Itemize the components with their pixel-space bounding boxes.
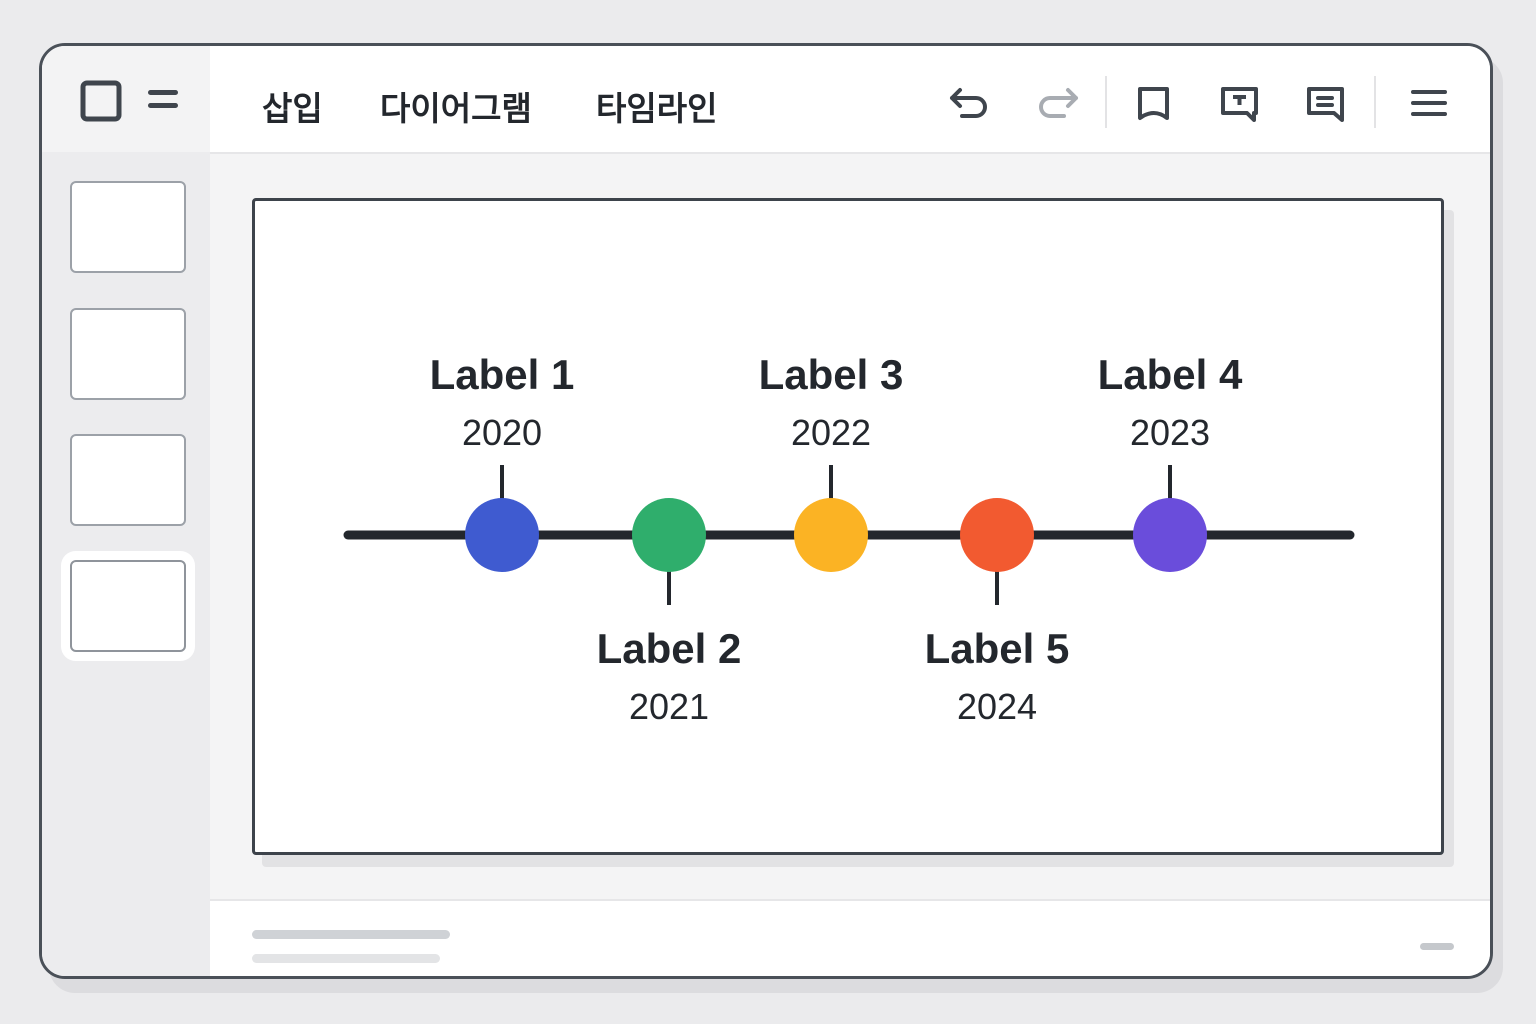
event-year: 2024 [957, 686, 1037, 727]
slide-thumbnail-3[interactable] [70, 434, 186, 526]
event-year: 2023 [1130, 412, 1210, 453]
slide-thumbnail-4-selected[interactable] [70, 560, 186, 652]
event-label: Label 5 [925, 625, 1070, 672]
status-placeholder-line [252, 954, 440, 963]
menu-insert[interactable]: 삽입 [262, 89, 323, 128]
bookmark-icon[interactable] [1136, 86, 1172, 124]
event-marker[interactable] [794, 498, 868, 572]
event-marker[interactable] [465, 498, 539, 572]
redo-icon[interactable] [1036, 84, 1080, 124]
event-label: Label 2 [597, 625, 742, 672]
event-year: 2020 [462, 412, 542, 453]
comment-icon[interactable] [1306, 86, 1346, 126]
undo-icon[interactable] [948, 84, 992, 124]
hamburger-menu-icon[interactable] [1410, 88, 1448, 120]
event-year: 2022 [791, 412, 871, 453]
event-marker[interactable] [632, 498, 706, 572]
event-year: 2021 [629, 686, 709, 727]
slide-thumbnail-1[interactable] [70, 181, 186, 273]
event-marker[interactable] [1133, 498, 1207, 572]
slide-sidebar [42, 46, 210, 976]
event-label: Label 4 [1098, 351, 1243, 398]
slide-thumbnail-2[interactable] [70, 308, 186, 400]
menu-timeline[interactable]: 타임라인 [596, 89, 718, 128]
event-marker[interactable] [960, 498, 1034, 572]
text-box-icon[interactable] [1220, 86, 1260, 124]
panel-icon[interactable] [80, 80, 122, 122]
list-icon[interactable] [146, 88, 180, 112]
toolbar: 삽입 다이어그램 타임라인 [210, 46, 1490, 154]
menu-diagram[interactable]: 다이어그램 [380, 89, 532, 128]
event-label: Label 3 [759, 351, 904, 398]
zoom-control[interactable] [1420, 943, 1454, 950]
status-bar [210, 899, 1490, 976]
status-placeholder-line [252, 930, 450, 939]
event-label: Label 1 [430, 351, 575, 398]
